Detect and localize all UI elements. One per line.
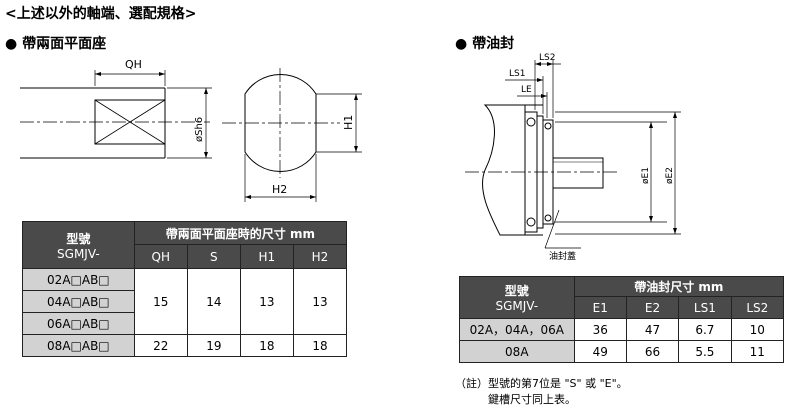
oil-seal-cover-label: 油封蓋 bbox=[549, 250, 576, 262]
model-cell: 08A□AB□ bbox=[22, 334, 135, 357]
model-cell: 04A□AB□ bbox=[22, 290, 135, 313]
value-cell: 18 bbox=[239, 334, 294, 357]
value-cell: 19 bbox=[186, 334, 241, 357]
col-header: QH bbox=[133, 244, 188, 269]
oil-seal-dimension-table: 型號 SGMJV- 帶油封尺寸 mm E1 E2 LS1 LS2 02A，04A… bbox=[459, 276, 785, 363]
model-header: 型號 SGMJV- bbox=[22, 221, 135, 269]
group-header: 帶油封尺寸 mm bbox=[573, 276, 785, 297]
model-cell: 06A□AB□ bbox=[22, 312, 135, 335]
note-line-2: 鍵槽尺寸同上表。 bbox=[488, 393, 576, 406]
model-cell: 08A bbox=[459, 340, 575, 363]
ls1-label: LS1 bbox=[509, 69, 525, 79]
value-cell: 11 bbox=[730, 340, 785, 363]
model-header: 型號 SGMJV- bbox=[459, 276, 575, 319]
h2-label: H2 bbox=[272, 183, 287, 196]
h1-label: H1 bbox=[342, 115, 355, 130]
value-cell: 5.5 bbox=[678, 340, 732, 363]
col-header: H2 bbox=[292, 244, 348, 269]
section-title-oil-seal: ● 帶油封 bbox=[455, 36, 515, 52]
value-cell: 36 bbox=[573, 318, 627, 341]
value-cell: 10 bbox=[730, 318, 785, 341]
value-cell: 47 bbox=[625, 318, 680, 341]
note-line-1: （註）型號的第7位是 "S" 或 "E"。 bbox=[455, 377, 628, 390]
value-cell: 14 bbox=[186, 268, 241, 335]
section-title-flats: ● 帶兩面平面座 bbox=[5, 36, 107, 52]
col-header: LS2 bbox=[730, 296, 785, 319]
col-header: E2 bbox=[625, 296, 680, 319]
value-cell: 18 bbox=[292, 334, 348, 357]
group-header: 帶兩面平面座時的尺寸 mm bbox=[133, 221, 348, 245]
le-label: LE bbox=[521, 85, 532, 95]
col-header: S bbox=[186, 244, 241, 269]
model-cell: 02A，04A，06A bbox=[459, 318, 575, 341]
flats-dimension-table: 型號 SGMJV- 帶兩面平面座時的尺寸 mm QH S H1 H2 02A□A… bbox=[22, 221, 348, 357]
value-cell: 13 bbox=[239, 268, 294, 335]
flats-shaft-drawing: QH øSh6 H1 H2 bbox=[20, 58, 362, 202]
e1-label: øE1 bbox=[641, 167, 651, 184]
value-cell: 13 bbox=[292, 268, 348, 335]
model-cell: 02A□AB□ bbox=[22, 268, 135, 291]
sh6-label: øSh6 bbox=[194, 117, 205, 142]
value-cell: 66 bbox=[625, 340, 680, 363]
qh-label: QH bbox=[125, 58, 142, 71]
col-header: LS1 bbox=[678, 296, 732, 319]
col-header: H1 bbox=[239, 244, 294, 269]
value-cell: 6.7 bbox=[678, 318, 732, 341]
value-cell: 15 bbox=[133, 268, 188, 335]
e2-label: øE2 bbox=[665, 167, 675, 184]
value-cell: 49 bbox=[573, 340, 627, 363]
value-cell: 22 bbox=[133, 334, 188, 357]
col-header: E1 bbox=[573, 296, 627, 319]
page-title: <上述以外的軸端、選配規格> bbox=[5, 6, 197, 22]
oil-seal-drawing: LS2 LS1 LE øE1 øE2 油封蓋 bbox=[465, 53, 681, 262]
ls2-label: LS2 bbox=[539, 53, 555, 63]
